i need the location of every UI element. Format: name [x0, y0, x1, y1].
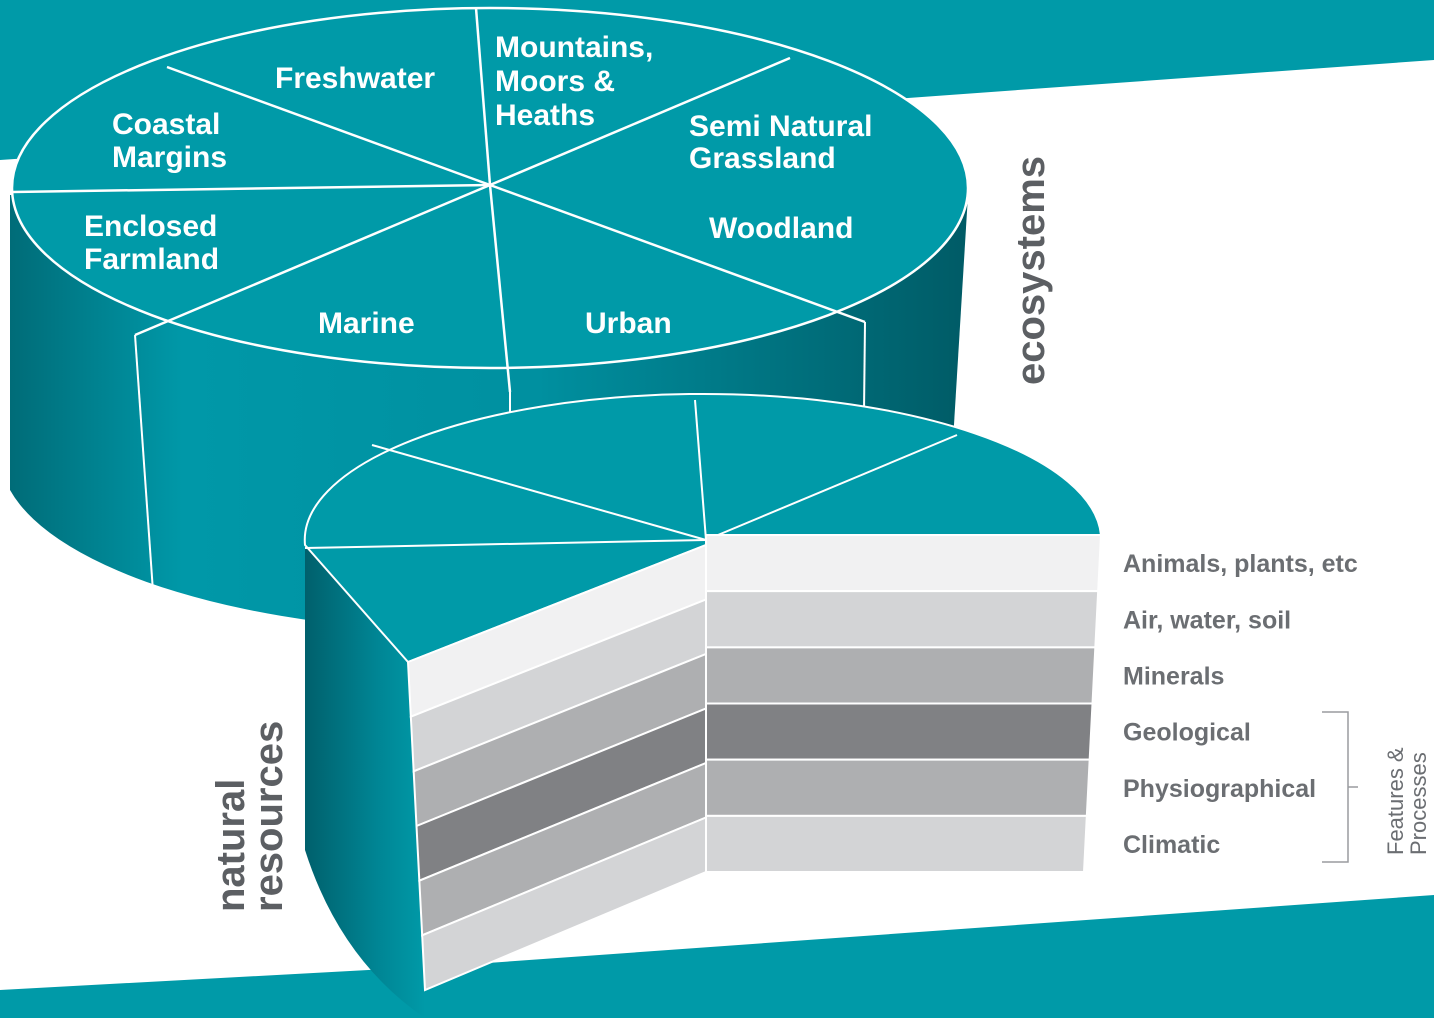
resource-layers-front — [705, 534, 1103, 873]
ecosystems-cylinder: Freshwater Mountains, Moors & Heaths Sem… — [10, 6, 970, 632]
layer-label: Minerals — [1123, 662, 1224, 690]
resource-layer-front — [705, 702, 1094, 761]
bottom-background-band — [0, 895, 1434, 1018]
segment-label-woodland: Woodland — [709, 212, 853, 245]
resource-layer-front — [705, 758, 1091, 817]
resource-layer-front — [705, 534, 1103, 593]
resource-layer-front — [705, 646, 1097, 705]
layer-label: Physiographical — [1123, 775, 1316, 803]
segment-label-enclosed-farmland: Enclosed Farmland — [84, 210, 226, 276]
segment-label-semi-natural-grassland: Semi Natural Grassland — [689, 110, 881, 175]
layer-label: Air, water, soil — [1123, 606, 1291, 634]
layer-label: Climatic — [1123, 831, 1220, 859]
segment-label-coastal-margins: Coastal Margins — [112, 108, 229, 174]
side-edge-line — [134, 334, 156, 621]
segment-label-marine: Marine — [318, 307, 415, 340]
segment-label-freshwater: Freshwater — [275, 62, 435, 95]
resource-layer-front — [705, 814, 1088, 873]
natural-resources-side — [305, 545, 425, 1018]
resource-layer-front — [705, 590, 1100, 649]
ecosystems-title: ecosystems — [1009, 156, 1053, 385]
natural-resources-cylinder — [303, 392, 1103, 1018]
resource-layers-cut-face — [406, 543, 707, 992]
segment-label-urban: Urban — [585, 307, 672, 340]
layer-label: Animals, plants, etc — [1123, 550, 1358, 578]
segment-label-mountains-moors-heaths: Mountains, Moors & Heaths — [495, 31, 662, 132]
features-processes-label: Features & Processes — [1383, 741, 1431, 855]
features-processes-bracket — [1322, 711, 1358, 863]
layer-label: Geological — [1123, 719, 1251, 747]
segment-divider-lines — [11, 7, 866, 393]
resource-divider-lines — [304, 399, 958, 549]
natural-resources-title: natural resources — [209, 721, 291, 912]
natural-resources-top — [303, 392, 1103, 664]
resource-layer-cut — [421, 816, 707, 992]
